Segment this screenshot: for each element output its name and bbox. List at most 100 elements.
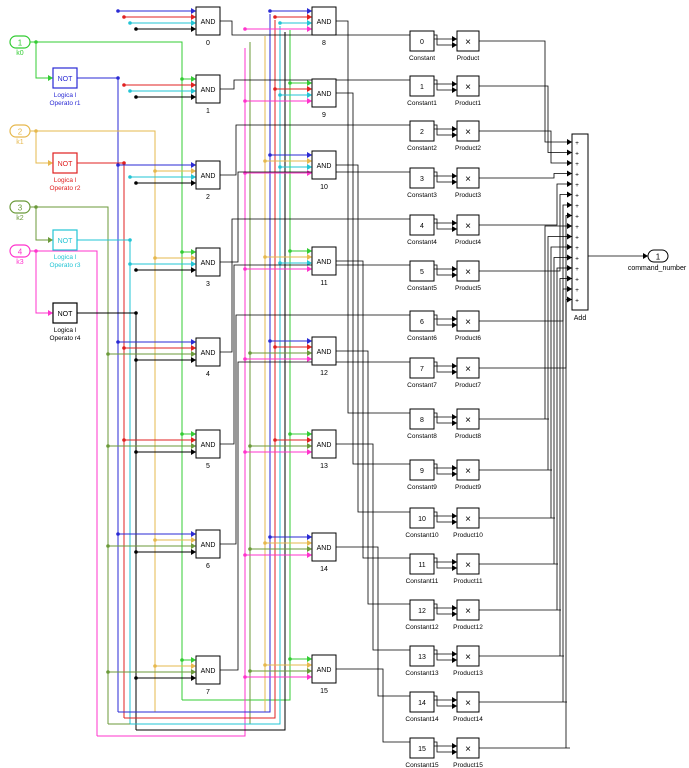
product-12[interactable]: × Product12 — [453, 599, 483, 631]
constant-shape — [409, 310, 435, 332]
product-15[interactable]: ×Product15 — [453, 737, 483, 768]
wire-arrow — [567, 181, 572, 187]
product-11[interactable]: ×Product11 — [453, 553, 483, 585]
product-8[interactable]: ×Product8 — [455, 408, 481, 440]
and-label: AND — [317, 349, 332, 356]
wire-junction — [273, 438, 277, 442]
wire-arrow — [191, 82, 196, 88]
wire-junction — [134, 550, 138, 554]
constant-name: Constant7 — [407, 382, 437, 389]
and-label: AND — [201, 19, 216, 26]
constant-value: 10 — [418, 516, 426, 523]
wire-arrow — [191, 431, 196, 437]
wire-junction — [128, 262, 132, 266]
wire-arrow — [307, 674, 312, 680]
product-1[interactable]: ×Product1 — [455, 75, 481, 107]
wire-arrow — [452, 657, 457, 663]
inport-k0[interactable]: 1k0 — [9, 35, 31, 57]
and-shape — [311, 150, 337, 180]
wire — [77, 312, 137, 730]
wire — [30, 130, 53, 164]
product-9[interactable]: ×Product9 — [455, 459, 481, 491]
and-shape — [311, 6, 337, 36]
product-4[interactable]: ×Product4 — [455, 214, 481, 246]
add-input-sign: + — [575, 182, 579, 189]
product-13[interactable]: ×Product13 — [453, 645, 483, 677]
product-14[interactable]: ×Product14 — [453, 691, 483, 723]
product-symbol: × — [465, 317, 471, 328]
add-block[interactable]: ++++++++++++++++Add — [571, 133, 589, 322]
wire-arrow — [567, 170, 572, 177]
inport-k3[interactable]: 4k3 — [9, 244, 31, 266]
inport-k1[interactable]: 2k1 — [9, 124, 31, 146]
wire-junction — [134, 268, 138, 272]
product-name: Product12 — [453, 624, 483, 631]
wire-arrow — [191, 339, 196, 345]
product-7[interactable]: ×Product7 — [455, 357, 481, 389]
product-3[interactable]: ×Product3 — [455, 167, 481, 199]
product-shape — [456, 737, 480, 759]
product-shape — [456, 214, 480, 236]
wire-arrow — [191, 449, 196, 455]
product-symbol: × — [465, 606, 471, 617]
product-10[interactable]: ×Product10 — [453, 507, 483, 539]
add-input-sign: + — [575, 298, 579, 305]
wire-arrow — [48, 75, 53, 81]
wire-arrow — [452, 605, 457, 611]
product-5[interactable]: ×Product5 — [455, 260, 481, 292]
and-shape — [195, 74, 221, 104]
product-2[interactable]: ×Product2 — [455, 120, 481, 152]
wire — [118, 14, 271, 713]
constant-shape — [409, 75, 435, 97]
product-0[interactable]: ×Product — [456, 30, 480, 62]
wire — [124, 20, 276, 719]
product-6[interactable]: ×Product6 — [455, 310, 481, 342]
wire-arrow — [307, 152, 312, 158]
wire-junction — [278, 165, 282, 169]
constant-name: Constant5 — [407, 285, 437, 292]
wire-arrow — [191, 543, 196, 549]
wire-arrow — [452, 420, 457, 426]
inport-k2[interactable]: 3k2 — [9, 200, 31, 222]
wire-junction — [268, 153, 272, 157]
wire-arrow — [452, 220, 457, 226]
